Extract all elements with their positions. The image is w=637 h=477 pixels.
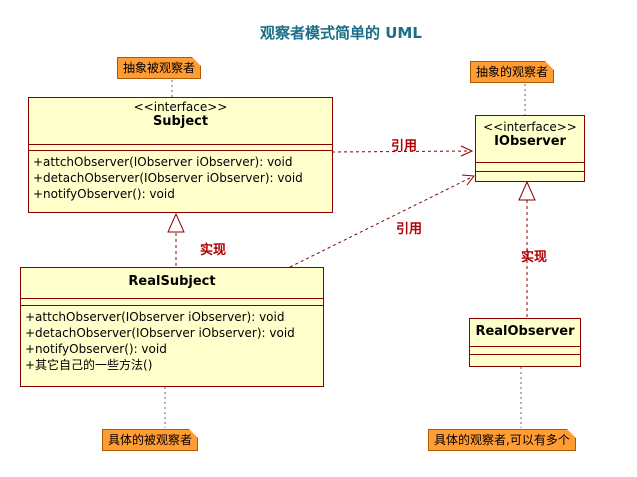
subject-operation: +notifyObserver(): void — [33, 187, 175, 201]
class-subject[interactable]: <<interface>> Subject +attchObserver(IOb… — [28, 97, 333, 213]
note-real-observer-text: 具体的观察者,可以有多个 — [434, 433, 570, 447]
diagram-title: 观察者模式简单的 UML — [260, 24, 422, 42]
real-observer-name: RealObserver — [475, 324, 575, 339]
label-uses-top: 引用 — [391, 139, 418, 154]
subject-operations: +attchObserver(IObserver iObserver): voi… — [29, 151, 332, 205]
real-subject-operation: +attchObserver(IObserver iObserver): voi… — [25, 310, 285, 324]
note-subject: 抽象被观察者 — [117, 57, 202, 79]
note-iobserver: 抽象的观察者 — [470, 61, 555, 83]
real-subject-operations: +attchObserver(IObserver iObserver): voi… — [21, 306, 323, 376]
real-subject-name: RealSubject — [128, 274, 216, 289]
real-subject-operation: +detachObserver(IObserver iObserver): vo… — [25, 326, 295, 340]
real-subject-operation: +其它自己的一些方法() — [25, 358, 153, 372]
subject-operation: +attchObserver(IObserver iObserver): voi… — [33, 155, 293, 169]
note-iobserver-text: 抽象的观察者 — [476, 65, 549, 79]
note-real-subject-text: 具体的被观察者 — [108, 433, 193, 447]
iobserver-name: IObserver — [494, 134, 566, 149]
real-subject-operation: +notifyObserver(): void — [25, 342, 167, 356]
label-realize-left: 实现 — [200, 243, 227, 258]
note-real-subject: 具体的被观察者 — [102, 429, 199, 451]
subject-stereotype: <<interface>> — [133, 100, 228, 114]
class-real-observer[interactable]: RealObserver — [469, 318, 581, 367]
class-iobserver[interactable]: <<interface>> IObserver — [475, 115, 585, 182]
uses-line-top — [331, 150, 471, 153]
triangle-realize-left — [167, 212, 185, 233]
label-uses-bottom: 引用 — [396, 222, 423, 237]
note-subject-text: 抽象被观察者 — [123, 61, 196, 75]
arrowhead-uses-top — [460, 145, 474, 157]
class-real-subject[interactable]: RealSubject +attchObserver(IObserver iOb… — [20, 267, 324, 387]
triangle-realize-right — [518, 180, 536, 201]
arrowhead-uses-bottom — [461, 174, 475, 186]
subject-operation: +detachObserver(IObserver iObserver): vo… — [33, 171, 303, 185]
subject-name: Subject — [152, 114, 209, 129]
label-realize-right: 实现 — [521, 250, 548, 265]
iobserver-stereotype: <<interface>> — [483, 120, 577, 134]
note-real-observer: 具体的观察者,可以有多个 — [428, 429, 576, 451]
